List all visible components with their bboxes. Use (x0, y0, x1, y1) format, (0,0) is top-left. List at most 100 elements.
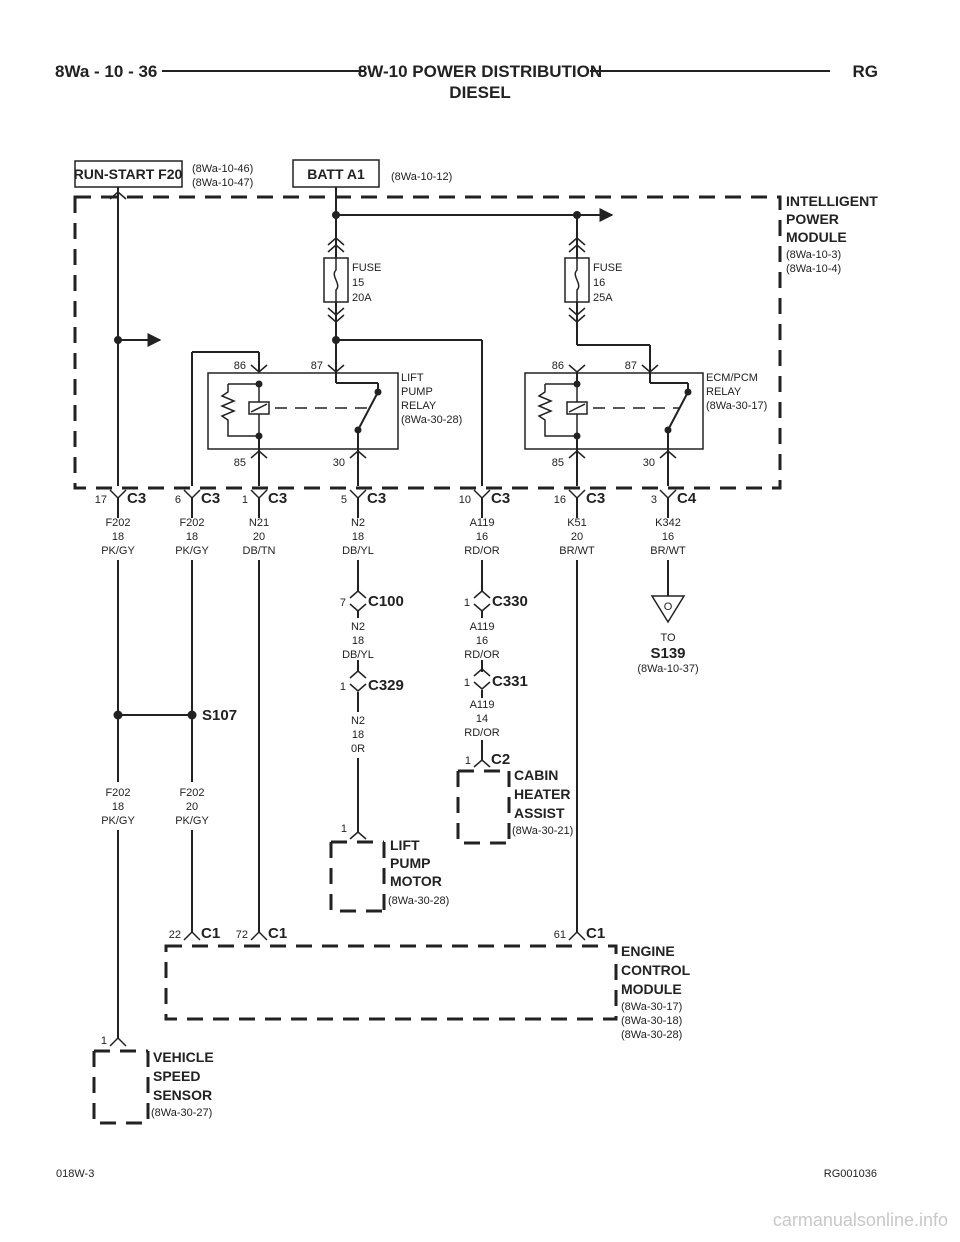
svg-text:(8Wa-30-28): (8Wa-30-28) (388, 895, 449, 907)
svg-text:PK/GY: PK/GY (175, 545, 209, 557)
svg-text:(8Wa-30-17): (8Wa-30-17) (706, 400, 767, 412)
svg-text:K51: K51 (567, 517, 587, 529)
svg-text:F202: F202 (105, 787, 130, 799)
svg-text:72: 72 (236, 929, 248, 941)
svg-text:N2: N2 (351, 517, 365, 529)
svg-text:A119: A119 (470, 517, 495, 529)
run-start-ref-1: (8Wa-10-46) (192, 163, 253, 175)
svg-text:PK/GY: PK/GY (101, 815, 135, 827)
svg-text:1: 1 (242, 494, 248, 506)
cabin-heater-assist: 1 C2 CABIN HEATER ASSIST (8Wa-30-21) (456, 751, 573, 845)
batt-label: BATT A1 (307, 166, 365, 182)
svg-text:(8Wa-10-3): (8Wa-10-3) (786, 249, 841, 261)
watermark: carmanualsonline.info (773, 1210, 948, 1230)
batt-source: BATT A1 (8Wa-10-12) (292, 159, 452, 188)
svg-text:22: 22 (169, 929, 181, 941)
svg-text:18: 18 (352, 635, 364, 647)
svg-text:(8Wa-30-28): (8Wa-30-28) (621, 1029, 682, 1041)
svg-text:TO: TO (660, 632, 676, 644)
svg-text:BR/WT: BR/WT (650, 545, 686, 557)
svg-text:20: 20 (571, 531, 583, 543)
svg-text:RD/OR: RD/OR (464, 545, 500, 557)
svg-text:1: 1 (340, 681, 346, 693)
lift-pump-motor: 1 LIFT PUMP MOTOR (8Wa-30-28) (329, 823, 449, 913)
svg-text:16: 16 (662, 531, 674, 543)
svg-text:S107: S107 (202, 707, 237, 724)
s139-reference: O TO S139 (8Wa-10-37) (637, 595, 699, 675)
svg-text:(8Wa-10-4): (8Wa-10-4) (786, 263, 841, 275)
svg-text:C100: C100 (368, 593, 404, 610)
svg-text:3: 3 (651, 494, 657, 506)
lift-pump-relay: 86 87 85 30 LIFT PUMP RELAY (8Wa-30-28) (207, 360, 462, 486)
svg-text:20: 20 (186, 801, 198, 813)
svg-text:C329: C329 (368, 677, 404, 694)
svg-text:ENGINE: ENGINE (621, 943, 675, 959)
svg-text:FUSE: FUSE (593, 262, 622, 274)
svg-text:C331: C331 (492, 673, 528, 690)
page-ref: 8Wa - 10 - 36 (55, 62, 157, 81)
svg-text:PUMP: PUMP (390, 855, 430, 871)
ecm-pcm-relay-label: ECM/PCM (706, 372, 758, 384)
svg-text:N2: N2 (351, 715, 365, 727)
svg-text:RD/OR: RD/OR (464, 727, 500, 739)
svg-text:1: 1 (341, 823, 347, 835)
svg-text:RELAY: RELAY (706, 386, 742, 398)
fuse-16: FUSE 16 25A (564, 257, 622, 304)
connector-c4-3: 3 C4 K342 16 BR/WT (650, 489, 697, 557)
svg-text:14: 14 (476, 713, 488, 725)
page-header: 8Wa - 10 - 36 8W-10 POWER DISTRIBUTION R… (55, 62, 878, 102)
run-start-ref-2: (8Wa-10-47) (192, 177, 253, 189)
svg-text:(8Wa-10-37): (8Wa-10-37) (637, 663, 698, 675)
svg-text:PUMP: PUMP (401, 386, 433, 398)
svg-text:VEHICLE: VEHICLE (153, 1049, 214, 1065)
engine-control-module: 22 C1 72 C1 61 C1 ENGINE CONTROL MODULE … (164, 925, 691, 1041)
svg-text:7: 7 (340, 597, 346, 609)
svg-text:MOTOR: MOTOR (390, 873, 442, 889)
svg-text:30: 30 (333, 457, 345, 469)
svg-text:(8Wa-30-21): (8Wa-30-21) (512, 825, 573, 837)
svg-text:FUSE: FUSE (352, 262, 381, 274)
splice-s107: S107 F202 18 PK/GY F202 20 PK/GY (101, 707, 237, 827)
ipm-label: INTELLIGENT POWER MODULE (8Wa-10-3) (8Wa… (786, 193, 878, 275)
svg-text:HEATER: HEATER (514, 786, 571, 802)
page-subtitle: DIESEL (449, 83, 510, 102)
svg-text:30: 30 (643, 457, 655, 469)
svg-text:A119: A119 (470, 621, 495, 633)
svg-text:PK/GY: PK/GY (175, 815, 209, 827)
svg-text:SPEED: SPEED (153, 1068, 200, 1084)
svg-text:C2: C2 (491, 751, 510, 768)
page-title: 8W-10 POWER DISTRIBUTION (358, 62, 602, 81)
svg-text:18: 18 (186, 531, 198, 543)
svg-text:POWER: POWER (786, 211, 839, 227)
connector-c331: 1 C331 A119 14 RD/OR (464, 668, 528, 739)
svg-text:RELAY: RELAY (401, 400, 437, 412)
svg-text:85: 85 (234, 457, 246, 469)
svg-text:DB/TN: DB/TN (243, 545, 276, 557)
svg-text:(8Wa-30-18): (8Wa-30-18) (621, 1015, 682, 1027)
svg-text:18: 18 (112, 531, 124, 543)
connector-c3-16: 16 C3 K51 20 BR/WT (554, 489, 605, 557)
svg-text:C3: C3 (367, 490, 386, 507)
svg-text:(8Wa-30-17): (8Wa-30-17) (621, 1001, 682, 1013)
svg-text:MODULE: MODULE (786, 229, 847, 245)
svg-text:1: 1 (464, 677, 470, 689)
svg-text:18: 18 (352, 729, 364, 741)
ipm-connectors: 17 C3 F202 18 PK/GY 6 C3 F202 18 PK/GY 1… (95, 489, 697, 557)
run-start-feed (109, 187, 162, 486)
svg-text:O: O (664, 601, 673, 613)
run-start-label: RUN-START F20 (74, 166, 183, 182)
connector-c329: 1 C329 N2 18 0R (340, 670, 404, 755)
svg-text:C4: C4 (677, 490, 697, 507)
connector-c330: 1 C330 A119 16 RD/OR (464, 590, 528, 661)
svg-text:6: 6 (175, 494, 181, 506)
svg-text:(8Wa-30-27): (8Wa-30-27) (151, 1107, 212, 1119)
svg-text:MODULE: MODULE (621, 981, 682, 997)
svg-text:F202: F202 (179, 787, 204, 799)
svg-text:C3: C3 (491, 490, 510, 507)
svg-text:17: 17 (95, 494, 107, 506)
run-start-source: RUN-START F20 (8Wa-10-46) (8Wa-10-47) (74, 160, 253, 189)
fuse-15: FUSE 15 20A (323, 257, 381, 304)
svg-text:K342: K342 (655, 517, 681, 529)
svg-text:87: 87 (625, 360, 637, 372)
svg-text:C330: C330 (492, 593, 528, 610)
